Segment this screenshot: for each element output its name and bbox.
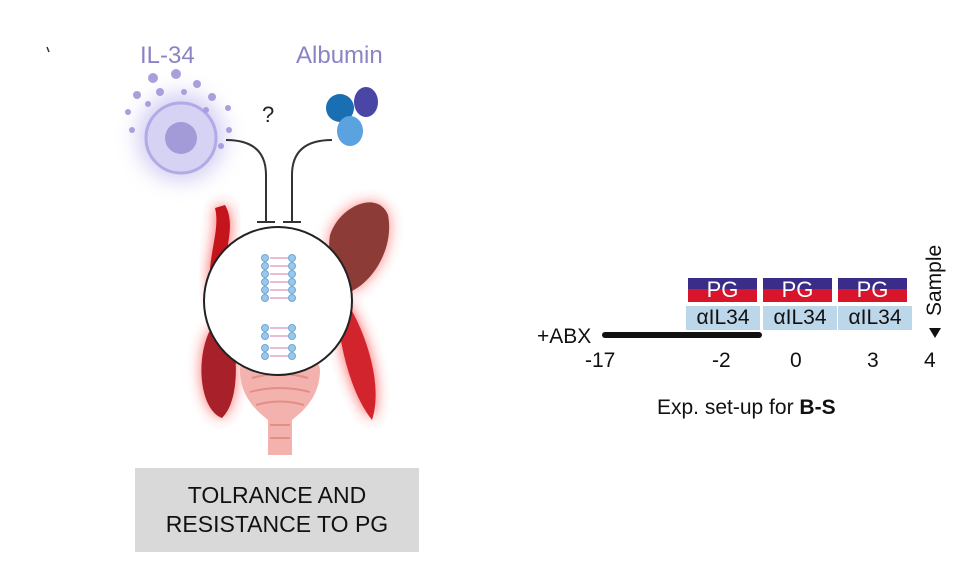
gut-organ-icon (203, 226, 353, 376)
tolerance-caption-box: TOLRANCE AND RESISTANCE TO PG (135, 468, 419, 552)
anti-il34-box-1: αIL34 (686, 306, 760, 330)
caption-line-2: RESISTANCE TO PG (165, 511, 389, 537)
question-mark: ? (262, 102, 275, 127)
tick-label-minus17: -17 (585, 349, 616, 372)
anti-il34-box-2: αIL34 (763, 306, 837, 330)
caption-line-1: TOLRANCE AND (187, 482, 367, 508)
inhibition-arrow-icon (225, 139, 333, 223)
anti-il34-box-3: αIL34 (838, 306, 912, 330)
sample-marker: Sample (922, 236, 948, 346)
tick-label-4: 4 (924, 349, 936, 372)
albumin-protein-icon (326, 87, 378, 146)
pg-box-1: PG (688, 277, 757, 302)
albumin-label: Albumin (296, 42, 383, 69)
setup-caption: Exp. set-up for B-S (657, 396, 836, 420)
abx-label: +ABX (537, 325, 592, 348)
pg-box-2: PG (763, 277, 832, 302)
dna-microbiome-icon (261, 254, 296, 360)
il34-label: IL-34 (140, 42, 195, 69)
tick-mark (46, 46, 50, 53)
setup-caption-bold: B-S (799, 396, 836, 419)
down-arrow-icon (929, 328, 941, 338)
abx-timeline-bar (602, 332, 762, 338)
tick-label-minus2: -2 (712, 349, 731, 372)
pg-box-3: PG (838, 277, 907, 302)
tick-label-3: 3 (867, 349, 879, 372)
sample-label: Sample (923, 244, 946, 316)
tick-label-0: 0 (790, 349, 802, 372)
setup-caption-prefix: Exp. set-up for (657, 396, 800, 419)
macrophage-cell-icon (125, 69, 232, 181)
